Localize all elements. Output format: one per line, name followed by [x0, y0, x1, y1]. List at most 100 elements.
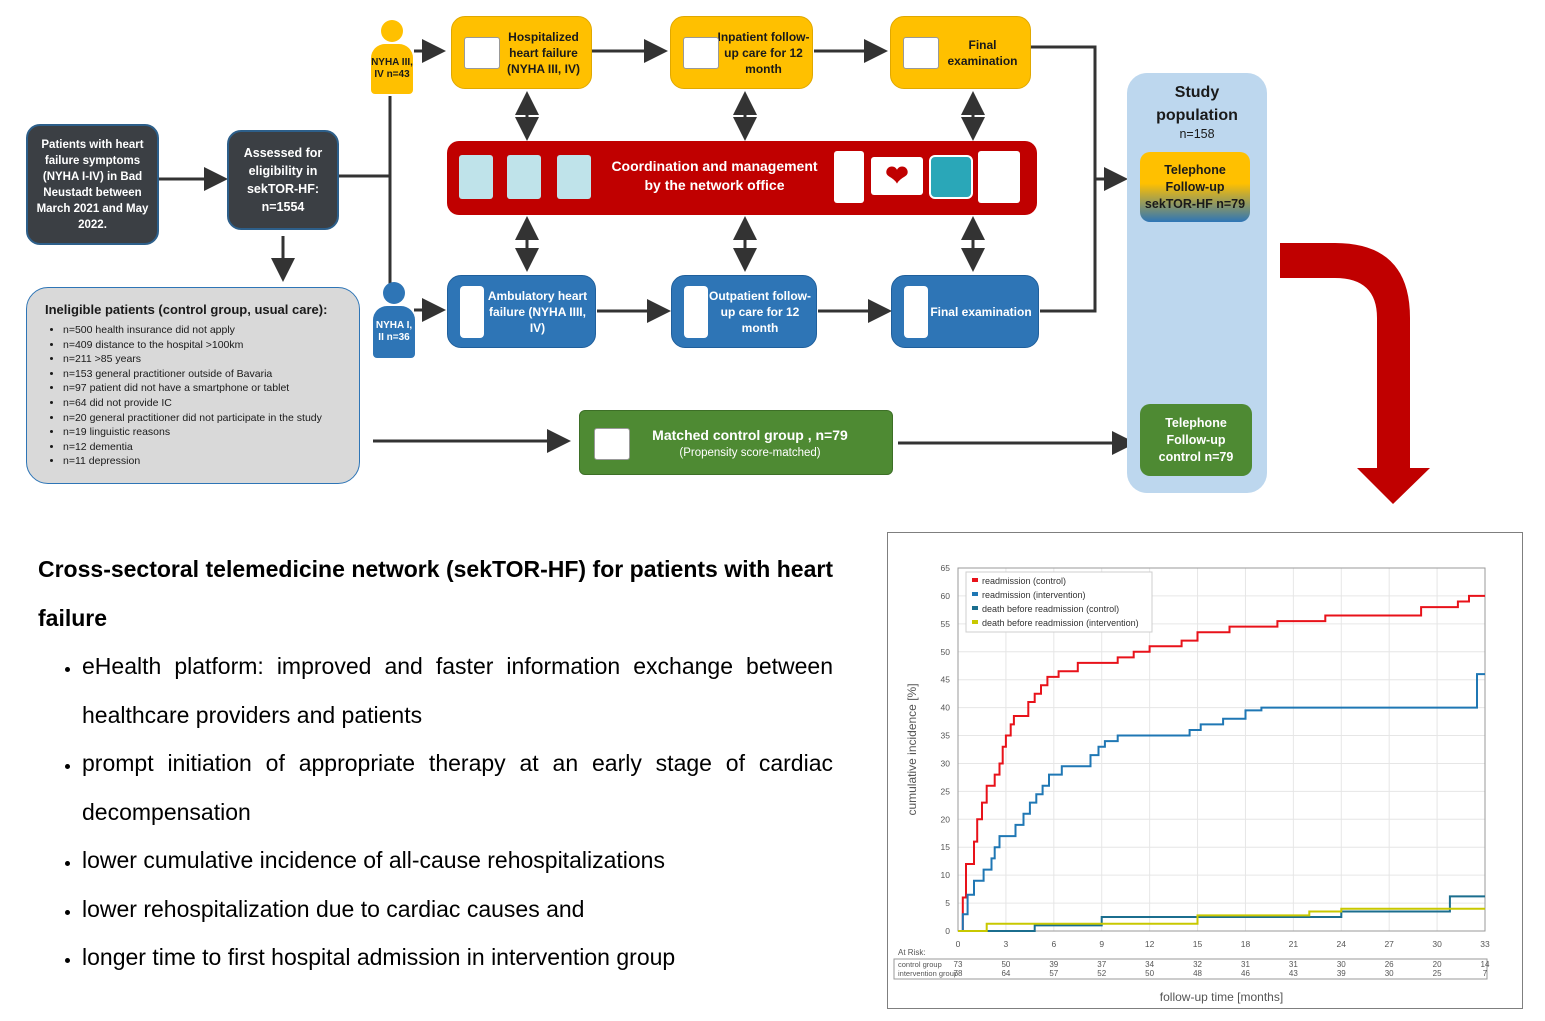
coordination-title: Coordination and management [611, 158, 818, 174]
series-line [958, 594, 1485, 932]
ambulatory-hf-box: Ambulatory heart failure (NYHA IIII, IV) [447, 275, 596, 348]
x-tick-label: 0 [956, 939, 961, 949]
legend-swatch [972, 606, 978, 610]
study-population-panel: Study population n=158 Telephone Follow-… [1127, 73, 1267, 493]
assessed-box: Assessed for eligibility in sekTOR-HF: n… [227, 130, 339, 230]
list-item: n=12 dementia [63, 440, 349, 455]
hospitalized-hf-box: Hospitalized heart failure (NYHA III, IV… [451, 16, 592, 89]
hospital-icon [594, 428, 630, 460]
at-risk-label: At Risk: [898, 948, 926, 957]
list-item: n=500 health insurance did not apply [63, 323, 349, 338]
y-tick-label: 55 [941, 619, 951, 629]
ineligible-title: Ineligible patients (control group, usua… [45, 302, 328, 317]
heart-ecg-icon: ❤ [871, 157, 923, 195]
x-tick-label: 21 [1289, 939, 1299, 949]
x-tick-label: 15 [1193, 939, 1203, 949]
y-axis-label: cumulative incidence [%] [905, 683, 919, 815]
y-tick-label: 40 [941, 703, 951, 713]
list-item: n=19 linguistic reasons [63, 425, 349, 440]
at-risk-value: 26 [1385, 960, 1394, 969]
matched-control-box: Matched control group , n=79 (Propensity… [579, 410, 893, 475]
y-tick-label: 30 [941, 758, 951, 768]
summary-title: Cross-sectoral telemedicine network (sek… [38, 556, 833, 631]
matched-title: Matched control group , n=79 [652, 426, 848, 443]
telephone-sektor-label: Telephone Follow-up sekTOR-HF n=79 [1144, 162, 1246, 211]
doctor-icon [684, 286, 708, 338]
study-n: n=158 [1179, 127, 1215, 141]
list-item: n=97 patient did not have a smartphone o… [63, 381, 349, 396]
at-risk-value: 32 [1193, 960, 1202, 969]
y-tick-label: 50 [941, 647, 951, 657]
y-tick-label: 45 [941, 675, 951, 685]
list-item: longer time to first hospital admission … [82, 933, 833, 982]
at-risk-value: 34 [1145, 960, 1154, 969]
at-risk-value: 39 [1049, 960, 1058, 969]
coordination-box: Coordination and management by the netwo… [447, 141, 1037, 215]
legend-swatch [972, 620, 978, 624]
at-risk-value: 25 [1433, 969, 1442, 978]
nurse-icon [507, 155, 541, 199]
plot-area [957, 567, 1486, 932]
list-item: n=409 distance to the hospital >100km [63, 338, 349, 353]
nyha-low-label: NYHA I, II n=36 [373, 306, 415, 358]
legend-box [965, 571, 1153, 633]
matched-subtitle: (Propensity score-matched) [679, 446, 821, 459]
blood-pressure-icon [978, 151, 1020, 203]
y-tick-label: 65 [941, 563, 951, 573]
summary-section: Cross-sectoral telemedicine network (sek… [38, 545, 833, 982]
list-item: n=211 >85 years [63, 352, 349, 367]
y-tick-label: 0 [945, 926, 950, 936]
at-risk-table [893, 958, 1488, 980]
at-risk-value: 37 [1097, 960, 1106, 969]
at-risk-value: 20 [1433, 960, 1442, 969]
list-item: n=153 general practitioner outside of Ba… [63, 367, 349, 382]
y-tick-label: 35 [941, 731, 951, 741]
scale-icon [929, 155, 973, 199]
ineligible-list: n=500 health insurance did not apply n=4… [45, 323, 349, 469]
patients-box: Patients with heart failure symptoms (NY… [26, 124, 159, 245]
hospital-icon [903, 37, 939, 69]
at-risk-value: 7 [1483, 969, 1488, 978]
series-line [958, 907, 1485, 932]
x-tick-label: 6 [1051, 939, 1056, 949]
summary-list: eHealth platform: improved and faster in… [38, 642, 833, 982]
doctor-icon [460, 286, 484, 338]
y-tick-label: 5 [945, 898, 950, 908]
y-tick-label: 25 [941, 786, 951, 796]
at-risk-value: 30 [1337, 960, 1346, 969]
series-line [958, 895, 1485, 932]
legend-label: readmission (intervention) [982, 590, 1086, 600]
list-item: n=11 depression [63, 454, 349, 469]
at-risk-value: 39 [1337, 969, 1346, 978]
x-tick-label: 12 [1145, 939, 1155, 949]
at-risk-value: 31 [1289, 960, 1298, 969]
at-risk-value: 46 [1241, 969, 1250, 978]
y-tick-label: 60 [941, 591, 951, 601]
x-tick-label: 18 [1241, 939, 1251, 949]
outpatient-box: Outpatient follow-up care for 12 month [671, 275, 817, 348]
person-head-icon [381, 20, 403, 42]
at-risk-value: 50 [1001, 960, 1010, 969]
at-risk-value: 14 [1481, 960, 1490, 969]
list-item: lower cumulative incidence of all-cause … [82, 836, 833, 885]
study-title: Study population [1156, 84, 1238, 124]
at-risk-value: 73 [954, 960, 963, 969]
at-risk-value: 78 [954, 969, 963, 978]
x-tick-label: 3 [1004, 939, 1009, 949]
at-risk-value: 31 [1241, 960, 1250, 969]
legend-label: death before readmission (intervention) [982, 618, 1139, 628]
final-exam-top-box: Final examination [890, 16, 1031, 89]
ineligible-panel: Ineligible patients (control group, usua… [26, 287, 360, 484]
list-item: n=64 did not provide IC [63, 396, 349, 411]
y-tick-label: 20 [941, 814, 951, 824]
y-tick-label: 10 [941, 870, 951, 880]
x-tick-label: 9 [1099, 939, 1104, 949]
legend-swatch [972, 578, 978, 582]
at-risk-row-name: control group [898, 960, 942, 969]
at-risk-value: 52 [1097, 969, 1106, 978]
list-item: eHealth platform: improved and faster in… [82, 642, 833, 739]
telephone-control-label: Telephone Follow-up control n=79 [1158, 415, 1234, 464]
doctor-icon [904, 286, 928, 338]
